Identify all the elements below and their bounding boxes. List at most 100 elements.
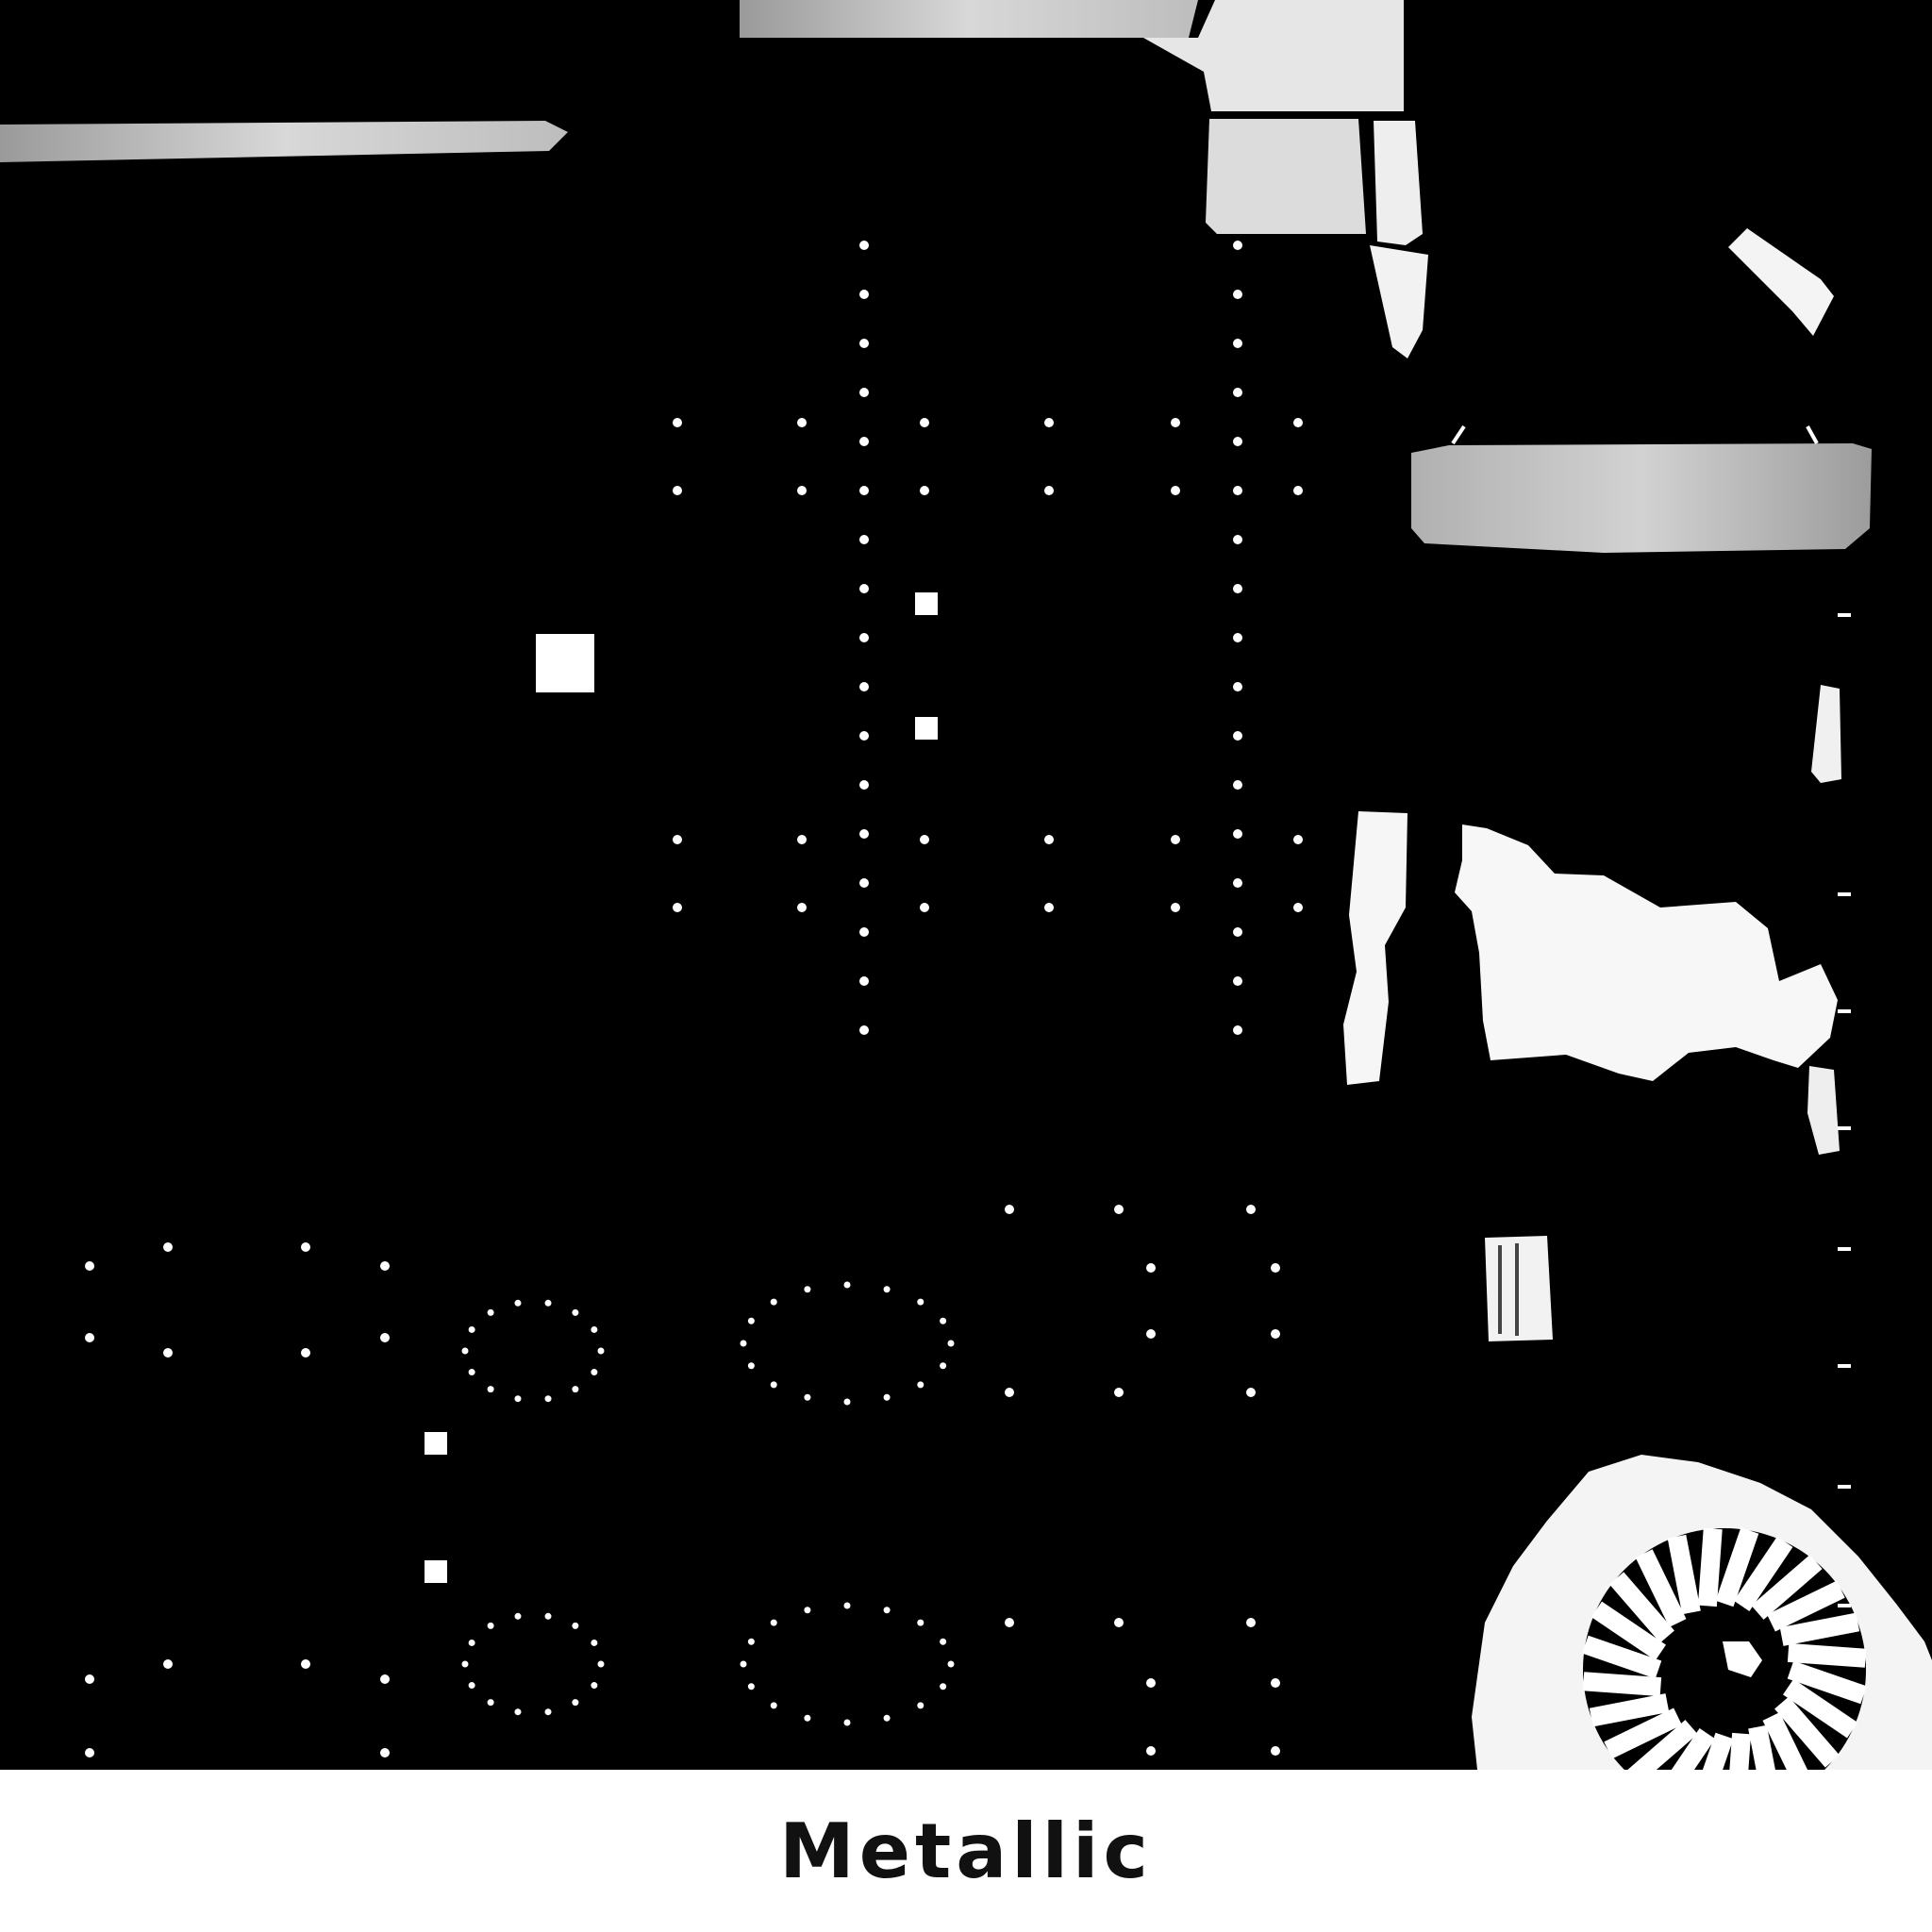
dot-marker (1293, 486, 1303, 495)
dot-marker (859, 339, 869, 348)
fan-spoke (1667, 1534, 1701, 1615)
dot-marker (380, 1333, 390, 1342)
dot-marker (797, 418, 807, 427)
dot-marker (514, 1299, 522, 1307)
dot-marker (301, 1659, 310, 1669)
dot-marker (591, 1639, 598, 1646)
dot-marker (843, 1281, 851, 1289)
dot-marker (770, 1619, 777, 1626)
dot-marker (859, 878, 869, 888)
dot-marker (1005, 1205, 1014, 1214)
dot-marker (597, 1660, 605, 1668)
dot-marker (859, 535, 869, 544)
dot-marker (1293, 835, 1303, 844)
fan-spoke (1671, 1728, 1716, 1770)
dot-marker (544, 1299, 552, 1307)
dot-marker (1293, 418, 1303, 427)
dot-marker (940, 1683, 947, 1690)
dot-marker (770, 1702, 777, 1709)
fan-spoke (1702, 1732, 1734, 1770)
dot-marker (940, 1317, 947, 1324)
edge-mark (1838, 1485, 1851, 1489)
fan-spoke (1589, 1693, 1670, 1727)
edge-mark (1838, 1126, 1851, 1130)
dot-marker (1005, 1388, 1014, 1397)
dot-marker (544, 1395, 552, 1403)
dot-marker (883, 1714, 891, 1722)
dot-marker (1271, 1263, 1280, 1273)
dot-marker (1233, 878, 1242, 888)
dot-marker (883, 1286, 891, 1293)
dot-marker (917, 1702, 924, 1709)
dot-marker (591, 1325, 598, 1333)
dot-marker (380, 1748, 390, 1757)
body-island (1455, 824, 1838, 1081)
dot-marker (597, 1347, 605, 1355)
dot-marker (1246, 1388, 1256, 1397)
edge-mark (1838, 1604, 1851, 1607)
fan-spoke (1582, 1635, 1662, 1679)
wheel-island (1472, 1455, 1932, 1770)
fan-spoke (1627, 1720, 1698, 1770)
dot-marker (163, 1348, 173, 1357)
dot-marker (859, 780, 869, 790)
fan-spoke (1697, 1527, 1723, 1607)
dot-marker (947, 1660, 955, 1668)
dot-marker (673, 486, 682, 495)
dot-marker (1271, 1678, 1280, 1688)
metallic-texture-map (0, 0, 1932, 1770)
dot-marker (770, 1381, 777, 1389)
dot-marker (572, 1622, 579, 1629)
edge-mark (1838, 1364, 1851, 1368)
dot-marker (797, 486, 807, 495)
dot-marker (1233, 633, 1242, 642)
dot-marker (843, 1719, 851, 1726)
dot-marker (859, 241, 869, 250)
fan-spoke (1591, 1601, 1666, 1661)
dot-marker (544, 1708, 552, 1716)
dot-marker (1233, 1025, 1242, 1035)
dot-marker (859, 927, 869, 937)
dot-marker (544, 1612, 552, 1620)
dot-marker (859, 829, 869, 839)
fan-spoke (1604, 1707, 1682, 1759)
dot-marker (1246, 1205, 1256, 1214)
fan-spoke (1779, 1612, 1860, 1646)
dot-marker (1233, 486, 1242, 495)
dot-marker (1233, 388, 1242, 397)
dot-marker (1146, 1329, 1156, 1339)
dot-marker (1114, 1205, 1124, 1214)
fan-spoke (1774, 1696, 1840, 1768)
dot-marker (747, 1362, 755, 1370)
dot-marker (917, 1381, 924, 1389)
dot-marker (1114, 1388, 1124, 1397)
dot-marker (740, 1340, 747, 1347)
edge-mark (1838, 1247, 1851, 1251)
dot-marker (1233, 437, 1242, 446)
dot-marker (1044, 418, 1054, 427)
dot-marker (740, 1660, 747, 1668)
dot-marker (1233, 731, 1242, 741)
dot-marker (843, 1398, 851, 1406)
dot-marker (1171, 418, 1180, 427)
dot-marker (1246, 1618, 1256, 1627)
dot-marker (487, 1386, 494, 1393)
fan-spoke (1787, 1660, 1867, 1705)
dot-marker (673, 418, 682, 427)
dot-marker (797, 835, 807, 844)
dot-marker (468, 1369, 475, 1376)
dot-marker (591, 1369, 598, 1376)
dot-marker (468, 1639, 475, 1646)
fan-spoke (1748, 1724, 1775, 1770)
fan-spoke (1762, 1712, 1808, 1770)
dot-marker (1171, 486, 1180, 495)
dot-marker (1233, 241, 1242, 250)
dot-marker (673, 903, 682, 912)
strap-island (1811, 685, 1841, 783)
dot-marker (1233, 339, 1242, 348)
dot-marker (1114, 1618, 1124, 1627)
dot-marker (572, 1308, 579, 1316)
dot-marker (917, 1619, 924, 1626)
square-markers (425, 592, 938, 1583)
rail-island (1411, 443, 1872, 553)
